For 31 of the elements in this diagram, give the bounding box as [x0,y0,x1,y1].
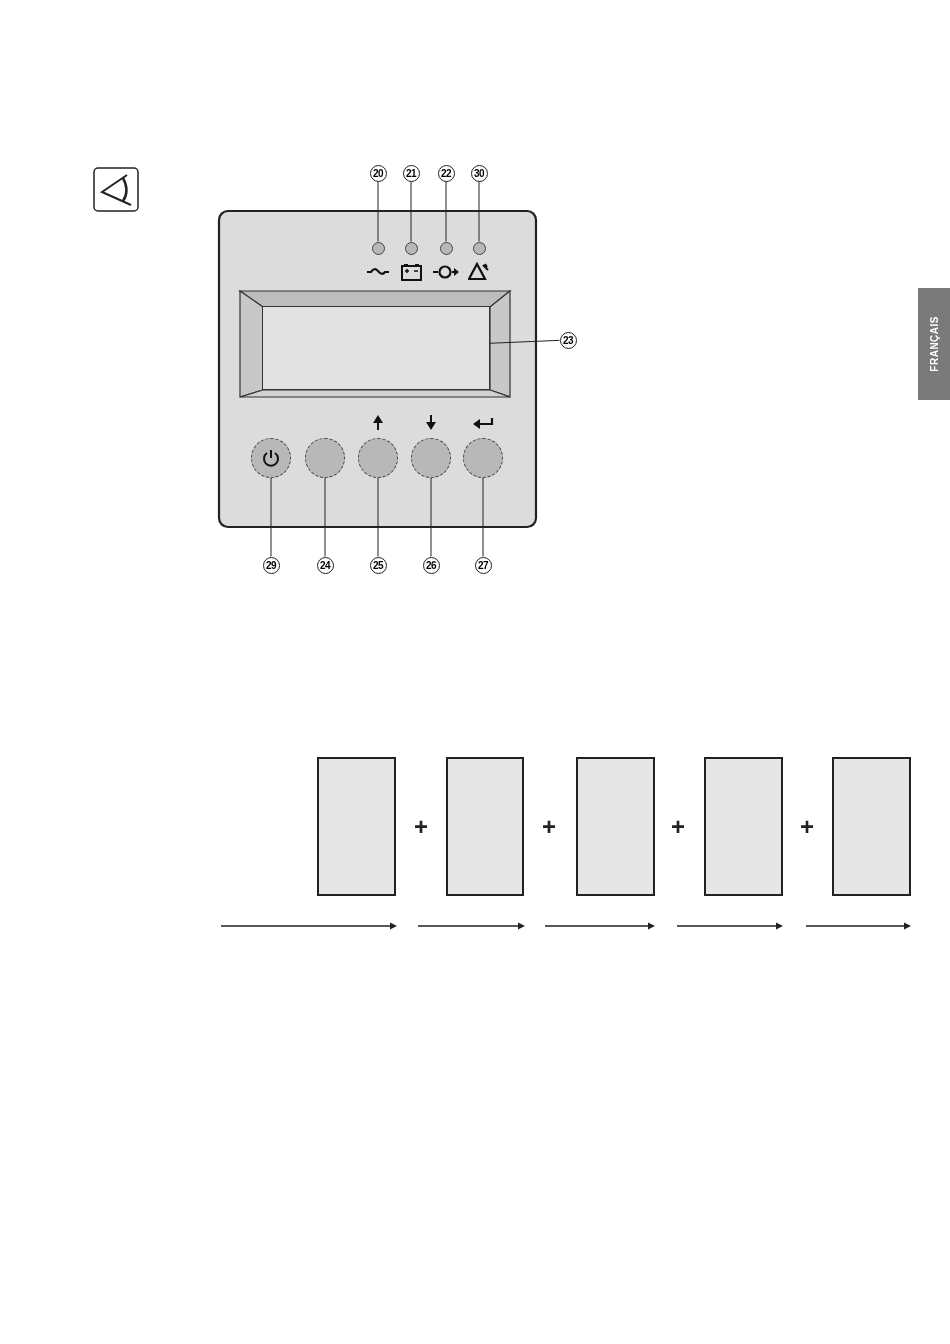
callout-number: 27 [474,556,492,574]
empty-box [317,757,396,896]
callout-number: 25 [369,556,387,574]
plus-sign: + [799,814,815,840]
leader-line [270,477,272,557]
leader-line [489,339,560,344]
empty-box [576,757,655,896]
leader-line [410,181,412,242]
lcd-screen [262,306,490,390]
empty-box [832,757,911,896]
leader-line [377,477,379,557]
leader-line [445,181,447,242]
plus-sign: + [413,814,429,840]
tab-label: FRANÇAIS [928,316,940,372]
callout-number: 29 [262,556,280,574]
plus-sign: + [541,814,557,840]
leader-line [324,477,326,557]
empty-box [446,757,524,896]
leader-line [478,181,480,242]
callout-number: 20 [369,164,387,182]
callout-number: 30 [470,164,488,182]
leader-line [482,477,484,557]
callout-number: 22 [437,164,455,182]
empty-box [704,757,783,896]
callout-number: 24 [316,556,334,574]
callout-number: 26 [422,556,440,574]
leader-line [430,477,432,557]
callout-number: 21 [402,164,420,182]
plus-sign: + [670,814,686,840]
callout-number: 23 [559,331,577,349]
leader-line [377,181,379,242]
